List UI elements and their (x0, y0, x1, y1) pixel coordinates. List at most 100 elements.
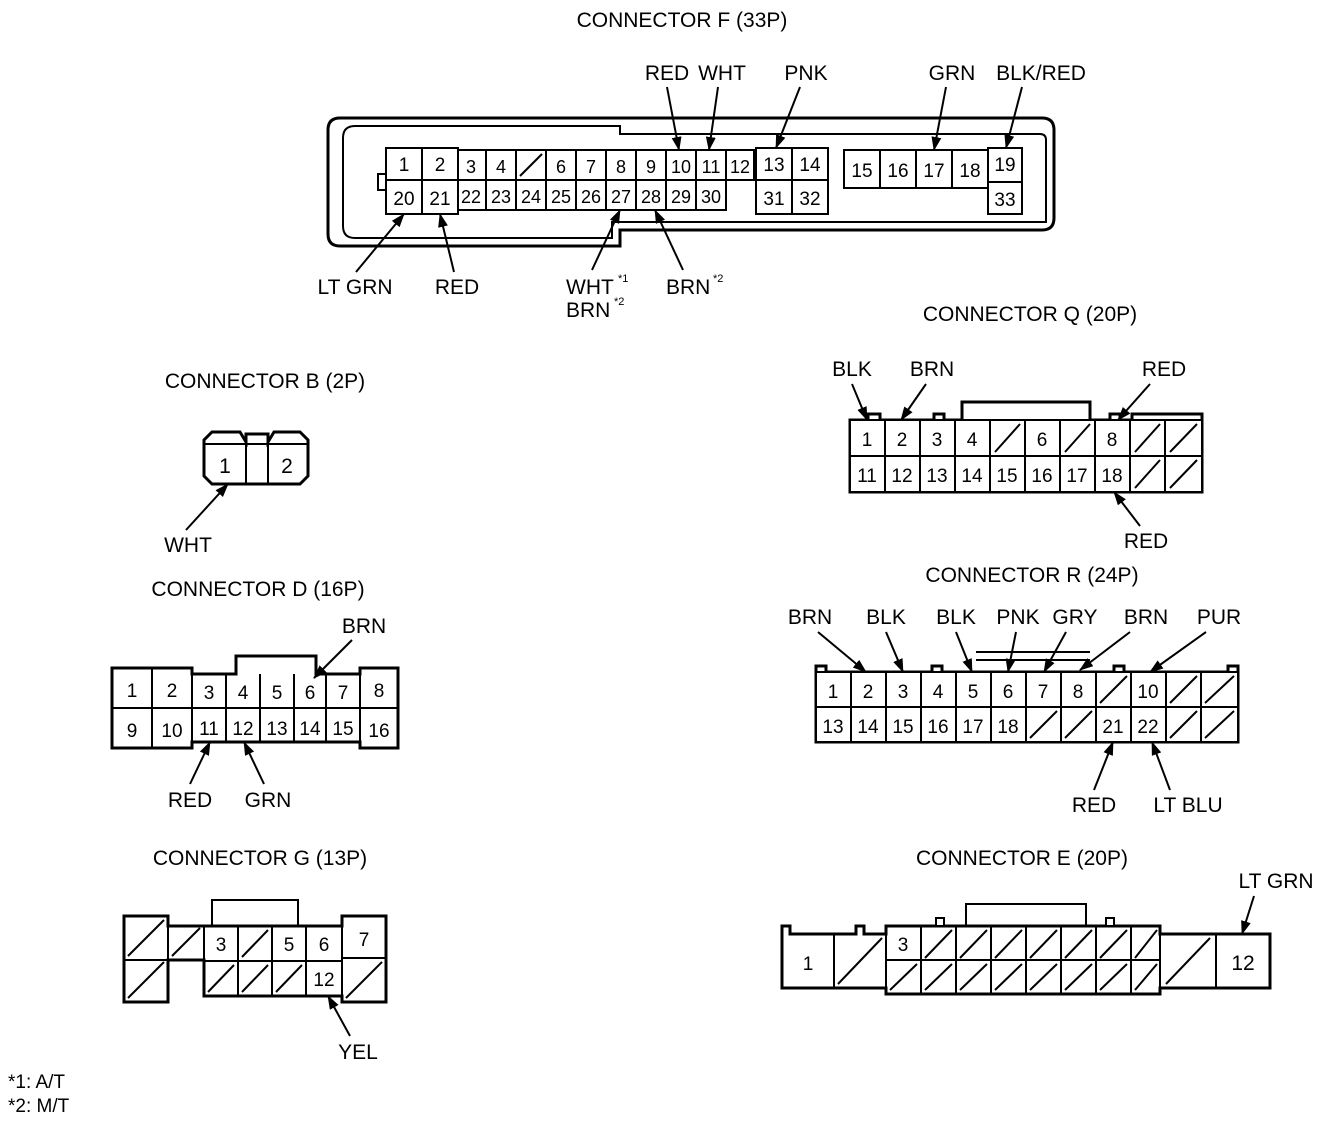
connector-d-title: CONNECTOR D (16P) (151, 578, 364, 601)
r-wire-label: GRY (1052, 606, 1097, 629)
f-wire-label: WHT (698, 62, 746, 85)
footnote: *1: A/T (8, 1072, 65, 1093)
g-pin: 6 (319, 935, 330, 956)
f-pin: 33 (994, 190, 1015, 211)
connector-r-title: CONNECTOR R (24P) (925, 564, 1138, 587)
f-pin: 21 (429, 189, 450, 210)
f-pin: 2 (435, 155, 446, 176)
f-pin: 7 (586, 157, 596, 177)
q-pin: 2 (897, 430, 908, 451)
r-wire-label: PUR (1197, 606, 1241, 629)
d-pin: 7 (338, 683, 349, 704)
q-wire-label: BRN (910, 358, 954, 381)
r-pin: 7 (1038, 682, 1049, 703)
g-wire-label: YEL (338, 1041, 378, 1064)
q-pin: 18 (1101, 466, 1122, 487)
connector-f: CONNECTOR F (33P) 1 2 3 4 6 7 8 9 10 11 … (317, 9, 1085, 322)
r-wire-label: BLK (936, 606, 976, 629)
r-pin: 1 (828, 682, 839, 703)
f-pin: 22 (461, 187, 481, 207)
f-pin: 30 (701, 187, 721, 207)
e-pin: 12 (1231, 952, 1254, 975)
d-wire-label: BRN (342, 615, 386, 638)
r-pin: 17 (962, 717, 983, 738)
q-wire-label: BLK (832, 358, 872, 381)
footnote: *2: M/T (8, 1096, 70, 1117)
d-pin: 14 (299, 719, 321, 740)
f-pin: 10 (671, 157, 691, 177)
q-pin: 4 (967, 430, 978, 451)
q-pin: 14 (961, 466, 983, 487)
connector-q-title: CONNECTOR Q (20P) (923, 303, 1137, 326)
f-pin: 1 (399, 155, 410, 176)
r-wire-label: BRN (1124, 606, 1168, 629)
r-pin: 5 (968, 682, 979, 703)
q-pin: 11 (857, 466, 877, 487)
q-pin: 3 (932, 430, 943, 451)
q-pin: 16 (1031, 466, 1052, 487)
d-pin: 5 (272, 683, 283, 704)
f-pin: 12 (730, 157, 750, 177)
r-pin: 3 (898, 682, 909, 703)
q-pin: 15 (996, 466, 1017, 487)
r-pin: 18 (997, 717, 1018, 738)
q-wire-label: RED (1124, 530, 1168, 553)
connector-r: CONNECTOR R (24P) 1 2 3 4 5 6 7 8 10 13 … (788, 564, 1241, 817)
q-pin: 8 (1107, 430, 1118, 451)
b-pin: 2 (281, 455, 293, 478)
connector-b-title: CONNECTOR B (2P) (165, 370, 365, 393)
connector-d: CONNECTOR D (16P) 1 2 3 4 5 6 7 8 9 10 1… (110, 578, 400, 812)
f-pin: 19 (994, 155, 1015, 176)
f-wire-label: BLK/RED (996, 62, 1086, 85)
r-pin: 6 (1003, 682, 1014, 703)
r-pin: 14 (857, 717, 879, 738)
f-pin: 25 (551, 187, 571, 207)
d-pin: 10 (161, 721, 182, 742)
q-wire-label: RED (1142, 358, 1186, 381)
d-pin: 12 (232, 719, 253, 740)
f-pin: 15 (851, 161, 872, 182)
b-pin: 1 (219, 455, 231, 478)
f-pin: 28 (641, 187, 661, 207)
connector-g: CONNECTOR G (13P) 3 5 6 7 12 YEL (122, 847, 388, 1064)
f-wire-label: GRN (929, 62, 976, 85)
g-pin: 5 (284, 935, 295, 956)
f-wire-label: WHT (566, 276, 614, 299)
f-pin: 11 (702, 157, 721, 177)
r-pin: 10 (1137, 682, 1158, 703)
d-pin: 6 (305, 683, 316, 704)
connector-d-housing (110, 654, 400, 750)
f-pin: 9 (646, 157, 656, 177)
f-wire-label: RED (435, 276, 479, 299)
d-pin: 4 (238, 683, 249, 704)
f-pin: 4 (496, 157, 506, 177)
f-pin: 16 (887, 161, 908, 182)
r-wire-label: LT BLU (1153, 794, 1222, 817)
f-pin: 6 (556, 157, 566, 177)
g-pin: 3 (216, 935, 227, 956)
r-wire-label: BRN (788, 606, 832, 629)
connector-b: CONNECTOR B (2P) 1 2 WHT (164, 370, 365, 557)
f-pin: 18 (959, 161, 980, 182)
f-pin: 3 (466, 157, 476, 177)
r-pin: 4 (933, 682, 944, 703)
d-wire-label: RED (168, 789, 212, 812)
f-pin: 8 (616, 157, 626, 177)
q-pin: 13 (926, 466, 947, 487)
f-wire-label: BRN (666, 276, 710, 299)
b-wire-label: WHT (164, 534, 212, 557)
connector-g-title: CONNECTOR G (13P) (153, 847, 367, 870)
d-pin: 15 (332, 719, 353, 740)
d-pin: 16 (368, 721, 389, 742)
connector-e-title: CONNECTOR E (20P) (916, 847, 1128, 870)
f-wire-label: LT GRN (317, 276, 392, 299)
f-pin: 17 (923, 161, 944, 182)
e-wire-label: LT GRN (1238, 870, 1313, 893)
f-pin: 26 (581, 187, 601, 207)
f-pin: 24 (521, 187, 541, 207)
r-pin: 16 (927, 717, 948, 738)
q-pin: 17 (1066, 466, 1087, 487)
r-pin: 22 (1137, 717, 1158, 738)
d-pin: 8 (374, 681, 385, 702)
